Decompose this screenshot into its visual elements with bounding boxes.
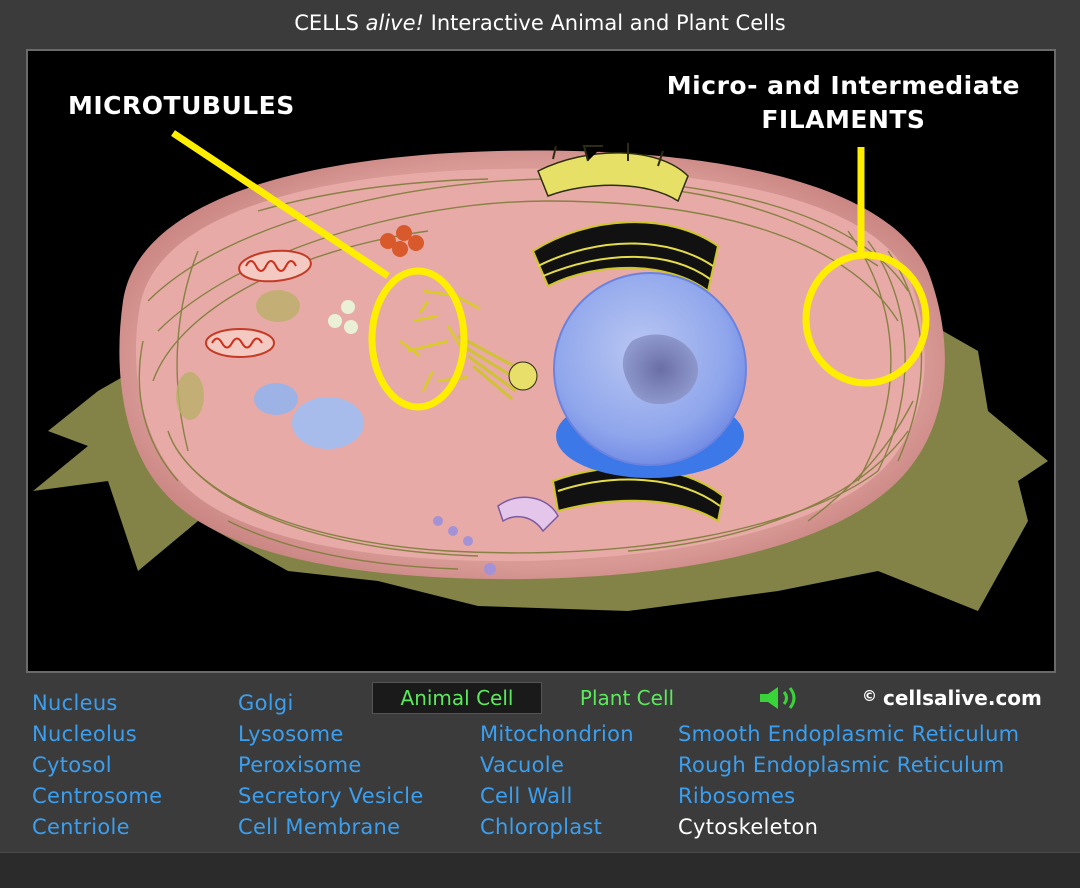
- nav-link-golgi[interactable]: Golgi: [238, 691, 294, 715]
- nav-link-secretory-vesicle[interactable]: Secretory Vesicle: [238, 784, 424, 808]
- animal-cell-button[interactable]: Animal Cell: [372, 682, 542, 714]
- page-title: CELLS alive! Interactive Animal and Plan…: [0, 0, 1080, 46]
- nav-link-cell-wall[interactable]: Cell Wall: [480, 784, 573, 808]
- filaments-callout: [802, 147, 930, 387]
- filaments-label: Micro- and Intermediate FILAMENTS: [667, 69, 1020, 137]
- nav-link-centriole[interactable]: Centriole: [32, 815, 130, 839]
- nav-link-chloroplast[interactable]: Chloroplast: [480, 815, 603, 839]
- nav-link-peroxisome[interactable]: Peroxisome: [238, 753, 362, 777]
- nav-link-cell-membrane[interactable]: Cell Membrane: [238, 815, 401, 839]
- nav-link-nucleus[interactable]: Nucleus: [32, 691, 118, 715]
- speaker-icon[interactable]: [757, 684, 803, 712]
- filaments-label-line1: Micro- and Intermediate: [666, 71, 1020, 100]
- nav-link-ribosomes[interactable]: Ribosomes: [678, 784, 796, 808]
- organelles-left: [176, 225, 424, 449]
- nav-column-4: Smooth Endoplasmic Reticulum Rough Endop…: [678, 719, 1019, 843]
- cell-illustration: [33, 130, 1048, 611]
- site-name: cellsalive.com: [883, 686, 1042, 710]
- microtubule-fragments: [399, 289, 481, 392]
- nav-column-3: Mitochondrion Vacuole Cell Wall Chloropl…: [480, 719, 634, 843]
- title-brand: CELLS: [294, 11, 359, 35]
- nav-column-2: Golgi Lysosome Peroxisome Secretory Vesi…: [238, 688, 424, 843]
- nav-column-1: Nucleus Nucleolus Cytosol Centrosome Cen…: [32, 688, 162, 843]
- mitochondria: [205, 249, 312, 358]
- nav-link-rough-er[interactable]: Rough Endoplasmic Reticulum: [678, 753, 1005, 777]
- title-brand-italic: alive!: [365, 11, 424, 35]
- golgi-top: [531, 143, 720, 293]
- nav-link-cytosol[interactable]: Cytosol: [32, 753, 112, 777]
- bottom-strip: [0, 852, 1080, 888]
- microtubules-label: MICROTUBULES: [68, 91, 295, 120]
- nav-link-nucleolus[interactable]: Nucleolus: [32, 722, 137, 746]
- nucleus: [553, 272, 747, 478]
- copyright-notice: © cellsalive.com: [862, 683, 1042, 713]
- nav-link-cytoskeleton[interactable]: Cytoskeleton: [678, 815, 819, 839]
- er-bottom: [433, 466, 725, 575]
- title-text: Interactive Animal and Plant Cells: [430, 11, 786, 35]
- microtubules-callout: [171, 130, 468, 411]
- nav-link-lysosome[interactable]: Lysosome: [238, 722, 344, 746]
- filaments-label-line2: FILAMENTS: [761, 105, 926, 134]
- nav-link-mitochondrion[interactable]: Mitochondrion: [480, 722, 634, 746]
- cell-illustration-viewer: MICROTUBULES Micro- and Intermediate FIL…: [26, 49, 1056, 673]
- copyright-symbol: ©: [862, 687, 877, 705]
- nav-link-vacuole[interactable]: Vacuole: [480, 753, 565, 777]
- plant-cell-button[interactable]: Plant Cell: [579, 686, 675, 710]
- nav-link-smooth-er[interactable]: Smooth Endoplasmic Reticulum: [678, 722, 1020, 746]
- organelle-navigation: Nucleus Nucleolus Cytosol Centrosome Cen…: [0, 680, 1080, 850]
- centriole-bundle: [457, 334, 538, 401]
- nav-link-centrosome[interactable]: Centrosome: [32, 784, 163, 808]
